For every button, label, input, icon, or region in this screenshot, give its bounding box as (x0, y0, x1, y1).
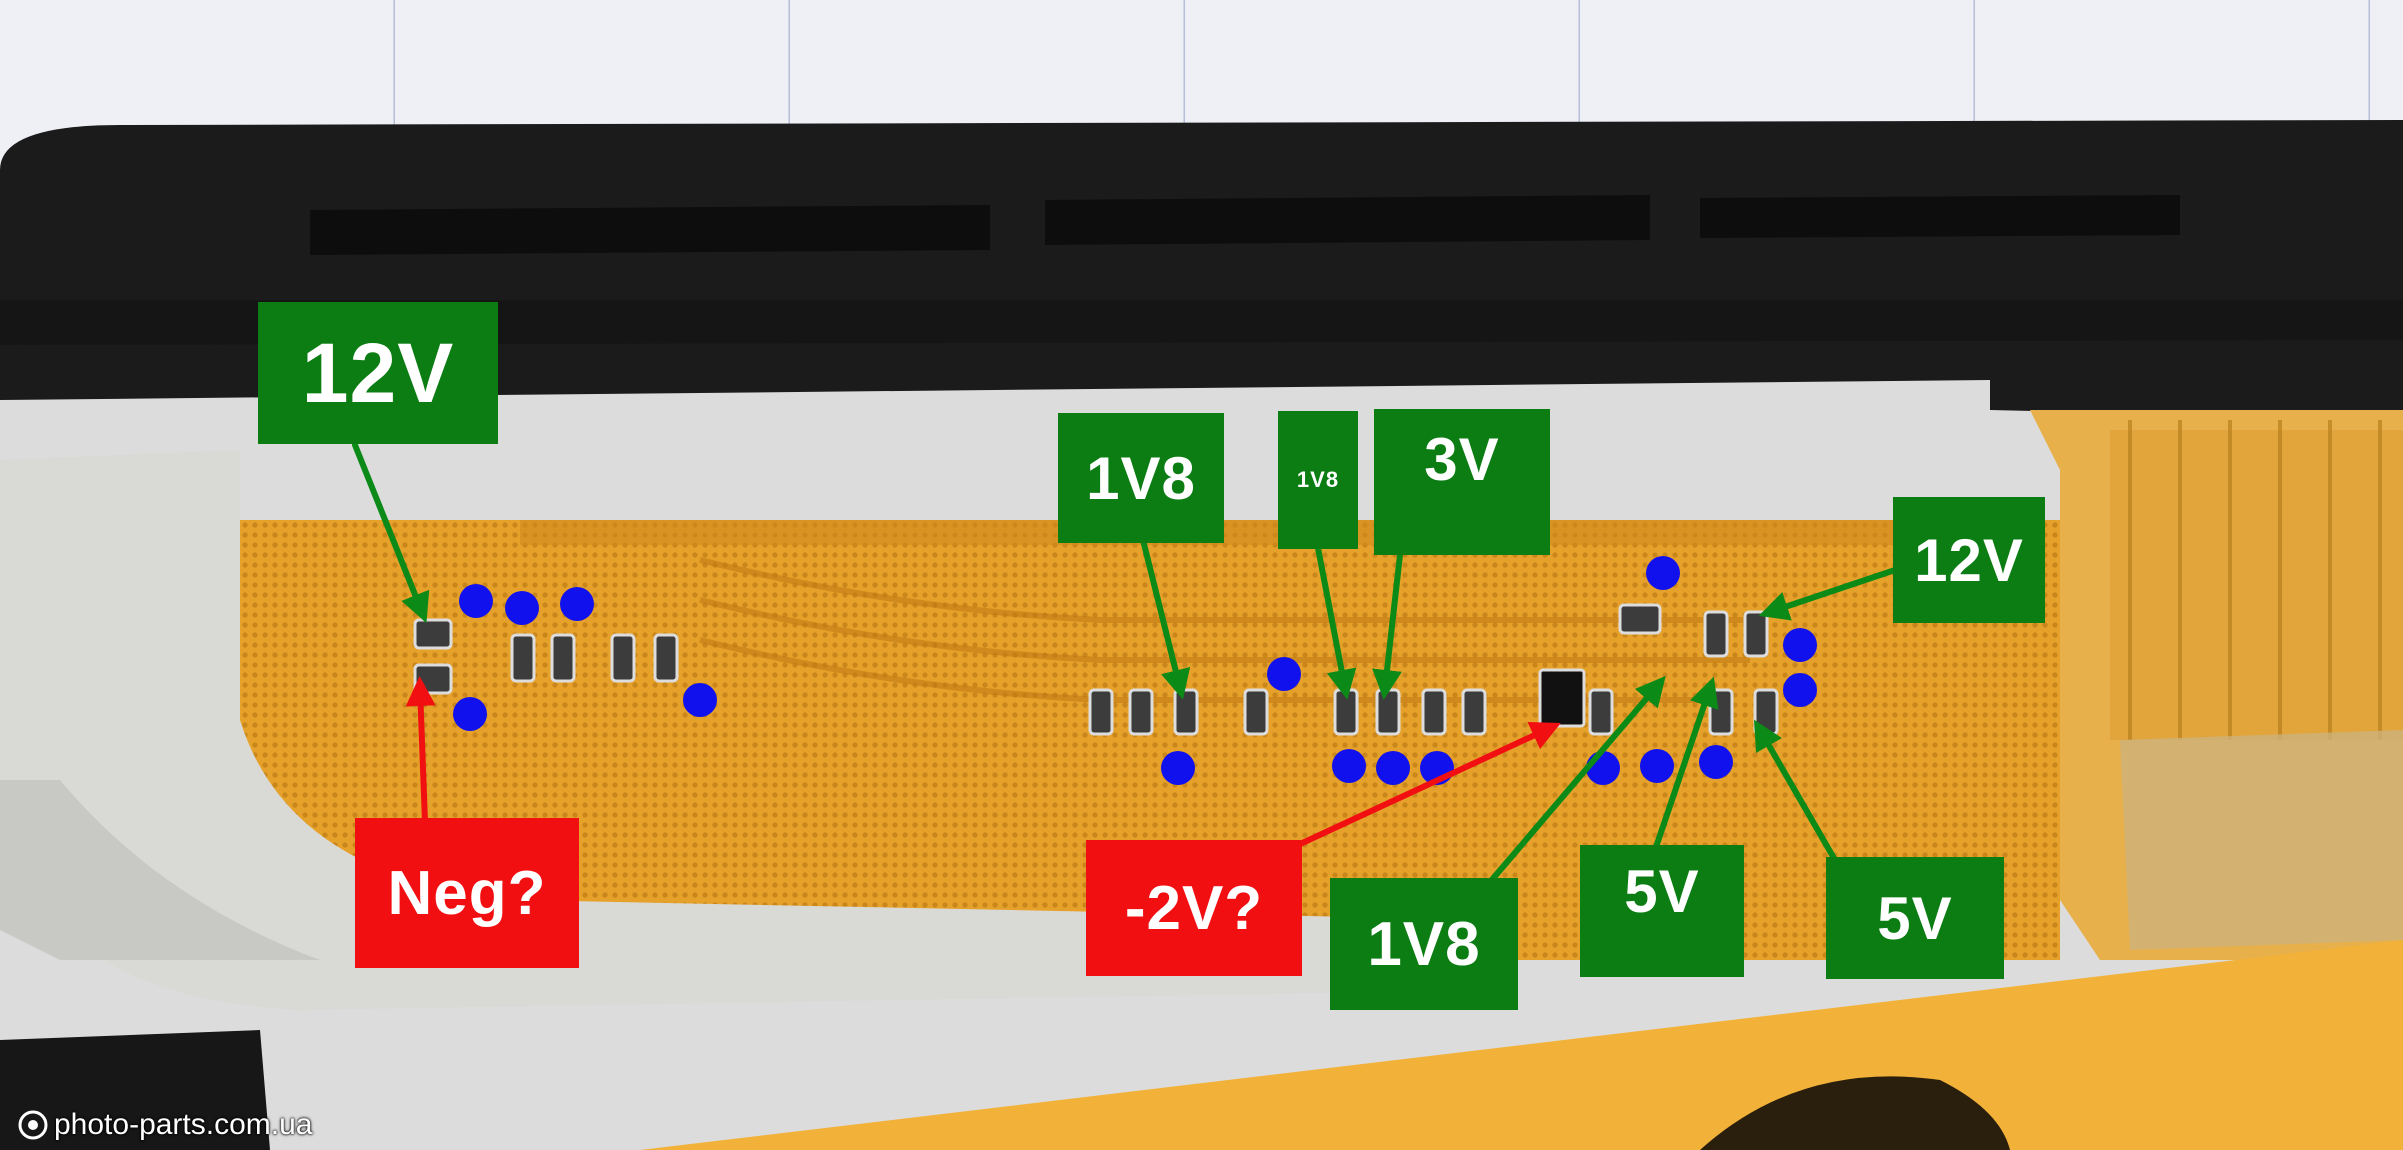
arrow-3v (1372, 552, 1403, 700)
probe-dot (560, 587, 594, 621)
arrow-12v-left (352, 442, 430, 624)
probe-dot (459, 584, 493, 618)
arrow-12v-right (1758, 567, 1898, 621)
arrow-1v8-bottom (1487, 675, 1666, 885)
probe-dot (683, 683, 717, 717)
voltage-label-neg: Neg? (355, 818, 579, 968)
camera-aperture-icon (18, 1110, 48, 1140)
arrow-neg (405, 676, 436, 825)
voltage-label-5v-b: 5V (1826, 857, 2004, 979)
probe-dot (1646, 556, 1680, 590)
voltage-label-minus-2v: -2V? (1086, 840, 1302, 976)
voltage-label-12v-left: 12V (258, 302, 498, 444)
probe-dot (1783, 628, 1817, 662)
probe-dot (1376, 751, 1410, 785)
black-bezel (0, 120, 2403, 420)
watermark-text: photo-parts.com.ua (54, 1108, 313, 1141)
smd-components (413, 603, 1779, 736)
probe-dots (453, 556, 1817, 785)
probe-dot (1699, 745, 1733, 779)
voltage-label-1v8-small: 1V8 (1278, 411, 1358, 549)
watermark: photo-parts.com.ua (18, 1108, 312, 1142)
voltage-label-1v8-a: 1V8 (1058, 413, 1224, 543)
annotation-arrows (352, 442, 1898, 885)
voltage-label-1v8-bottom: 1V8 (1330, 878, 1518, 1010)
probe-dot (453, 697, 487, 731)
probe-dot (1161, 751, 1195, 785)
probe-dot (505, 591, 539, 625)
probe-dot (1640, 749, 1674, 783)
voltage-label-3v: 3V (1374, 409, 1550, 555)
arrow-1v8-small (1315, 545, 1357, 700)
arrow-5v-a (1652, 676, 1719, 853)
probe-dot (1783, 673, 1817, 707)
probe-dot (1267, 657, 1301, 691)
voltage-label-12v-right: 12V (1893, 497, 2045, 623)
arrow-5v-b (1754, 719, 1838, 863)
arrow-1v8-a (1140, 537, 1191, 700)
arrow-minus-2v (1295, 721, 1561, 848)
voltage-label-5v-a: 5V (1580, 845, 1744, 977)
probe-dot (1332, 749, 1366, 783)
